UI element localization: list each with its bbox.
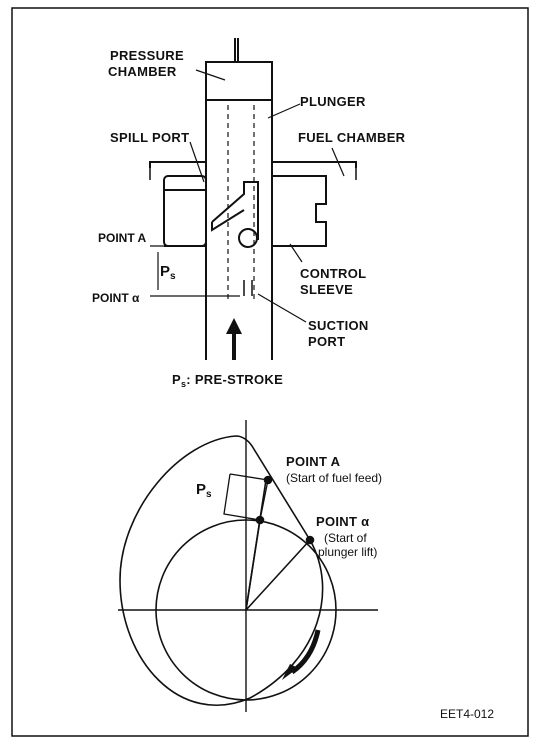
label-cam-ps: Ps — [196, 481, 212, 500]
legend-pre-stroke: Ps: PRE-STROKE — [172, 372, 283, 389]
cam-diagram — [118, 420, 378, 712]
label-cam-point-a-desc: (Start of fuel feed) — [286, 471, 382, 485]
label-pressure-chamber-1: PRESSURE — [110, 48, 184, 63]
label-cam-point-alpha-desc-1: (Start of — [324, 531, 367, 545]
label-control-sleeve-1: CONTROL — [300, 266, 366, 281]
label-suction-port-1: SUCTION — [308, 318, 369, 333]
label-cam-point-alpha-desc-2: plunger lift) — [318, 545, 377, 559]
label-point-alpha: POINT α — [92, 291, 140, 305]
label-fuel-chamber: FUEL CHAMBER — [298, 130, 406, 145]
label-ps: Ps — [160, 263, 176, 282]
label-plunger: PLUNGER — [300, 94, 366, 109]
label-pressure-chamber-2: CHAMBER — [108, 64, 177, 79]
label-cam-point-a: POINT A — [286, 454, 341, 469]
label-control-sleeve-2: SLEEVE — [300, 282, 353, 297]
label-cam-point-alpha: POINT α — [316, 514, 369, 529]
rotation-arrow-icon — [282, 629, 321, 680]
label-point-a: POINT A — [98, 231, 147, 245]
label-suction-port-2: PORT — [308, 334, 345, 349]
figure-frame — [11, 7, 529, 737]
upward-arrow — [226, 318, 242, 360]
top-leaders — [150, 69, 345, 323]
label-spill-port: SPILL PORT — [110, 130, 189, 145]
figure-code: EET4-012 — [440, 707, 494, 721]
plunger-assembly — [149, 38, 357, 360]
